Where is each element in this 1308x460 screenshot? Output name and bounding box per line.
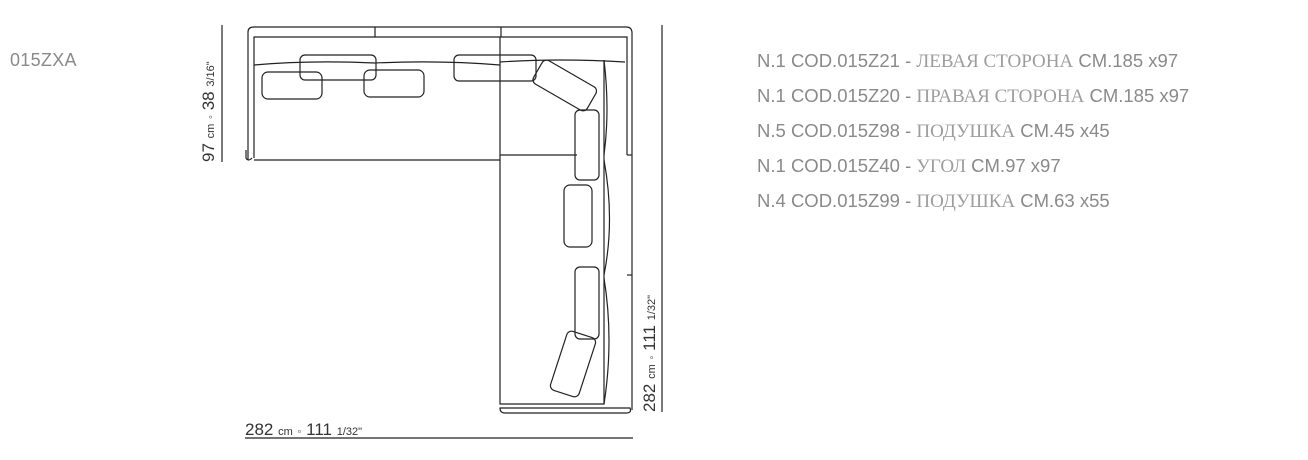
pillow-icon <box>563 184 593 248</box>
component-qty: N.1 <box>757 50 786 71</box>
component-name: УГОЛ <box>916 156 967 177</box>
component-qty: N.1 <box>757 85 786 106</box>
component-row: N.5 COD.015Z98 - ПОДУШКА CM.45 x45 <box>757 120 1189 155</box>
side-dimension-label: 282 cm ◦ 111 1/32" <box>640 295 660 412</box>
component-code: COD.015Z20 <box>790 85 900 106</box>
component-size: CM.63 x55 <box>1020 190 1110 211</box>
backrest-outline <box>247 26 633 410</box>
separator: - <box>905 85 912 106</box>
component-code: COD.015Z40 <box>790 155 900 176</box>
component-row: N.1 COD.015Z40 - УГОЛ CM.97 x97 <box>757 155 1189 190</box>
dimension-text: ◦ <box>297 426 302 438</box>
component-name: ЛЕВАЯ СТОРОНА <box>916 51 1074 72</box>
dimension-text: 111 <box>306 420 332 439</box>
dimension-text: cm <box>278 426 293 438</box>
cushion-icons <box>261 54 600 398</box>
component-row: N.1 COD.015Z21 - ЛЕВАЯ СТОРОНА CM.185 x9… <box>757 50 1189 85</box>
component-code: COD.015Z99 <box>790 190 900 211</box>
component-row: N.1 COD.015Z20 - ПРАВАЯ СТОРОНА CM.185 x… <box>757 85 1189 120</box>
depth-dimension-label: 97 cm ◦ 38 3/16" <box>199 61 219 162</box>
component-qty: N.5 <box>757 120 786 141</box>
component-row: N.4 COD.015Z99 - ПОДУШКА CM.63 x55 <box>757 190 1189 225</box>
dimension-text: ◦ <box>205 115 217 119</box>
dimension-text: 1/32" <box>336 426 363 438</box>
dimension-text: cm <box>646 364 658 379</box>
pillow-icon <box>574 109 600 181</box>
separator: - <box>905 155 912 176</box>
component-name: ПОДУШКА <box>916 191 1016 212</box>
pillow-icon <box>261 71 323 100</box>
component-qty: N.1 <box>757 155 786 176</box>
width-dimension-label: 282 cm ◦ 111 1/32" <box>245 420 362 440</box>
dimension-text: 111 <box>640 325 659 351</box>
separator: - <box>905 50 912 71</box>
dimension-text: 1/32" <box>646 294 658 321</box>
component-size: CM.185 x97 <box>1078 50 1179 71</box>
right-section <box>499 60 605 405</box>
component-size: CM.45 x45 <box>1020 120 1110 141</box>
pillow-icon <box>549 330 597 398</box>
component-list: N.1 COD.015Z21 - ЛЕВАЯ СТОРОНА CM.185 x9… <box>757 50 1189 225</box>
pillow-icon <box>453 54 537 82</box>
dimension-text: 3/16" <box>205 61 217 87</box>
component-name: ПРАВАЯ СТОРОНА <box>916 86 1085 107</box>
component-size: CM.185 x97 <box>1089 85 1190 106</box>
component-size: CM.97 x97 <box>971 155 1061 176</box>
component-name: ПОДУШКА <box>916 121 1016 142</box>
dimension-text: 97 <box>199 143 218 162</box>
component-qty: N.4 <box>757 190 786 211</box>
dimension-text: 282 <box>640 383 659 412</box>
dimension-text: 282 <box>245 420 274 439</box>
component-code: COD.015Z98 <box>790 120 900 141</box>
pillow-icon <box>532 59 598 112</box>
separator: - <box>905 190 912 211</box>
dimension-text: ◦ <box>646 355 658 360</box>
pillow-icon <box>299 54 377 81</box>
pillow-icon <box>574 266 600 340</box>
component-code: COD.015Z21 <box>790 50 900 71</box>
dimension-text: 38 <box>199 91 218 111</box>
dimension-text: cm <box>205 123 217 139</box>
model-code: 015ZXA <box>10 50 77 70</box>
separator: - <box>905 120 912 141</box>
pillow-icon <box>363 69 425 98</box>
